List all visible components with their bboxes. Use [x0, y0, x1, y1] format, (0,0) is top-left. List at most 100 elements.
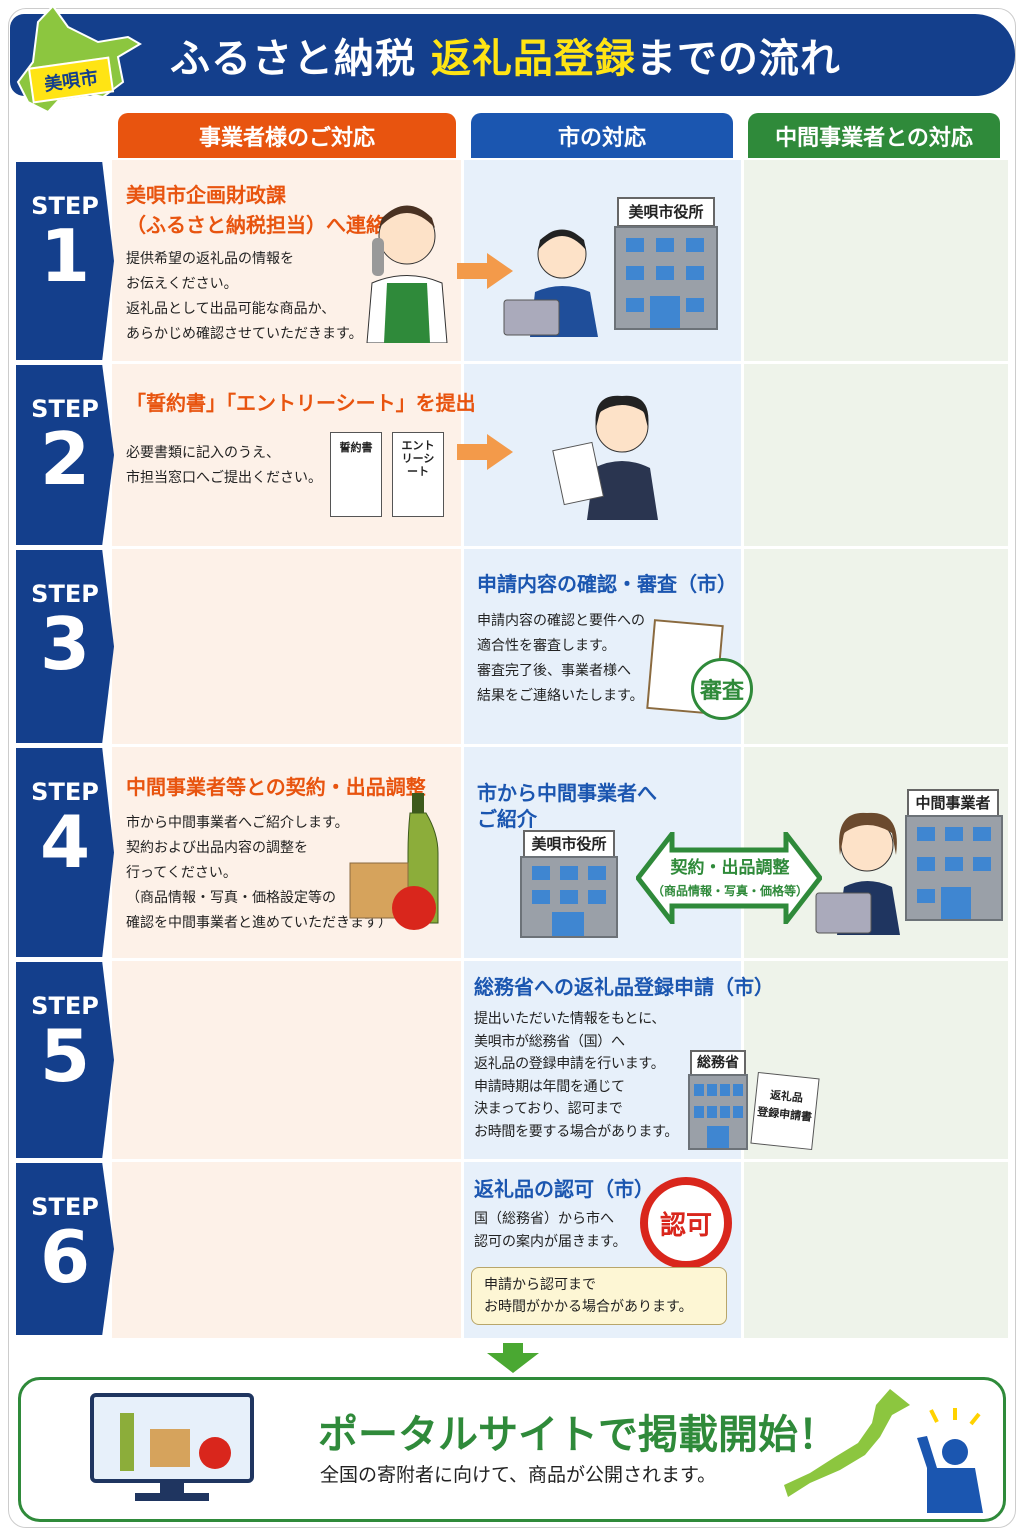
city-hall-building-icon	[614, 226, 718, 330]
city-staff-on-phone-icon	[503, 229, 598, 337]
step-word: STEP	[31, 580, 99, 608]
text-line: 提供希望の返礼品の情報を	[126, 251, 294, 267]
step-4-business-title: 中間事業者等との契約・出品調整	[126, 775, 426, 799]
step-6-city-text: 国（総務省）から市へ認可の案内が届きます。	[474, 1208, 627, 1254]
text-line: 申請時期は年間を通じて	[474, 1078, 625, 1095]
city-hall-sign: 美唄市役所	[523, 830, 615, 858]
text-line: 必要書類に記入のうえ、	[126, 445, 280, 461]
text-line: 申請内容の確認と要件への	[477, 613, 645, 629]
text-line: 契約および出品内容の調整を	[126, 840, 308, 856]
title-highlight: 返礼品登録	[430, 36, 636, 82]
text-line: 国（総務省）から市へ	[474, 1211, 614, 1227]
step-number: 2	[39, 417, 91, 501]
title-pre: ふるさと納税	[170, 36, 431, 82]
registration-application-document-icon: 返礼品登録申請書	[750, 1071, 820, 1151]
step-4-business-text: 市から中間事業者へご紹介します。契約および出品内容の調整を行ってください。 （商品…	[126, 811, 392, 936]
text-line: 審査完了後、事業者様へ	[477, 663, 631, 679]
step-word: STEP	[31, 395, 99, 423]
cheering-person-icon	[917, 1408, 983, 1513]
ministry-building-icon	[688, 1074, 748, 1150]
business-column-bg	[112, 160, 461, 1338]
review-stamp: 審査	[691, 658, 753, 720]
step-word: STEP	[31, 1193, 99, 1221]
title-line: ご紹介	[477, 807, 537, 831]
contract-adjustment-label: 契約・出品調整 （商品情報・写真・価格等）	[650, 853, 810, 899]
text-line: 市担当窓口へご提出ください。	[126, 470, 322, 486]
arrow-down-icon	[487, 1343, 539, 1373]
step-4-city-title: 市から中間事業者へご紹介	[477, 780, 657, 832]
step-number: 3	[39, 602, 91, 686]
final-subtitle: 全国の寄附者に向けて、商品が公開されます。	[320, 1464, 717, 1486]
note-line: お時間がかかる場合があります。	[484, 1299, 693, 1315]
page-frame	[8, 8, 1016, 1528]
text-line: 決まっており、認可まで	[474, 1101, 623, 1117]
step-3-city-text: 申請内容の確認と要件への適合性を審査します。審査完了後、事業者様へ結果をご連絡い…	[477, 609, 645, 709]
title-line: 市から中間事業者へ	[477, 781, 657, 805]
text-line: 提出いただいた情報をもとに、	[474, 1011, 666, 1027]
arrow-right-icon	[457, 434, 513, 470]
title-line: （ふるさと納税担当）へ連絡	[126, 213, 386, 237]
entry-sheet-document-icon: エントリーシート	[392, 432, 444, 517]
city-hall-building-icon	[520, 856, 618, 938]
text-line: 適合性を審査します。	[477, 638, 616, 654]
step-1-business-text: 提供希望の返礼品の情報をお伝えください。返礼品として出品可能な商品か、あらかじめ…	[126, 247, 363, 347]
step-number: 4	[39, 800, 91, 884]
japan-map-icon	[784, 1389, 910, 1497]
shopkeeper-on-phone-icon	[366, 205, 448, 343]
step-3-city-title: 申請内容の確認・審査（市）	[477, 572, 737, 596]
step-word: STEP	[31, 992, 99, 1020]
arrow-sub-label: （商品情報・写真・価格等）	[651, 884, 808, 898]
text-line: お伝えください。	[126, 276, 238, 292]
step-2-business-text: 必要書類に記入のうえ、市担当窓口へご提出ください。	[126, 441, 322, 491]
column-header-city: 市の対応	[471, 113, 733, 158]
page-title: ふるさと納税 返礼品登録までの流れ	[170, 26, 841, 84]
text-line: 返礼品の登録申請を行います。	[474, 1056, 665, 1072]
text-line: 美唄市が総務省（国）へ	[474, 1033, 625, 1050]
title-line: 美唄市企画財政課	[126, 183, 286, 207]
ministry-sign: 総務省	[690, 1050, 746, 1076]
step-5-city-title: 総務省への返礼品登録申請（市）	[474, 975, 774, 999]
intermediary-sign: 中間事業者	[907, 789, 999, 817]
step-number: 5	[39, 1014, 91, 1098]
text-line: 結果をご連絡いたします。	[477, 688, 644, 704]
step-5-city-text: 提出いただいた情報をもとに、美唄市が総務省（国）へ返礼品の登録申請を行います。申…	[474, 1008, 678, 1143]
monitor-with-products-icon	[90, 1393, 254, 1501]
city-staff-with-document-icon	[552, 395, 658, 520]
row-divider	[16, 1159, 1008, 1162]
row-divider	[16, 958, 1008, 961]
text-line: あらかじめ確認させていただきます。	[126, 326, 363, 342]
double-arrow-icon	[636, 832, 822, 924]
step-2-business-title: 「誓約書」「エントリーシート」を提出	[126, 391, 476, 415]
arrow-right-icon	[457, 253, 513, 289]
title-post: までの流れ	[635, 36, 841, 82]
column-header-intermediary: 中間事業者との対応	[748, 113, 1000, 158]
final-title: ポータルサイトで掲載開始！	[318, 1412, 838, 1458]
text-line: お時間を要する場合があります。	[474, 1123, 679, 1140]
pledge-document-icon: 誓約書	[330, 432, 382, 517]
row-divider	[16, 361, 1008, 364]
text-line: 返礼品として出品可能な商品か、	[126, 301, 336, 317]
row-divider	[16, 546, 1008, 549]
city-hall-sign: 美唄市役所	[617, 197, 715, 227]
step-1-business-title: 美唄市企画財政課 （ふるさと納税担当）へ連絡	[126, 180, 386, 240]
step-word: STEP	[31, 192, 99, 220]
note-line: 申請から認可まで	[484, 1277, 596, 1293]
step-number: 1	[39, 214, 91, 298]
step-word: STEP	[31, 778, 99, 806]
text-line: （商品情報・写真・価格設定等の	[126, 890, 336, 906]
text-line: 確認を中間事業者と進めていただきます）	[126, 915, 392, 931]
approval-time-note: 申請から認可までお時間がかかる場合があります。	[471, 1267, 727, 1325]
intermediary-staff-icon	[815, 812, 900, 935]
text-line: 市から中間事業者へご紹介します。	[126, 815, 349, 831]
row-divider	[16, 744, 1008, 747]
arrow-main-label: 契約・出品調整	[670, 858, 790, 878]
column-header-business: 事業者様のご対応	[118, 113, 456, 158]
products-box-wine-apple-icon	[349, 793, 439, 930]
step-number: 6	[39, 1215, 91, 1299]
text-line: 行ってください。	[126, 865, 237, 881]
